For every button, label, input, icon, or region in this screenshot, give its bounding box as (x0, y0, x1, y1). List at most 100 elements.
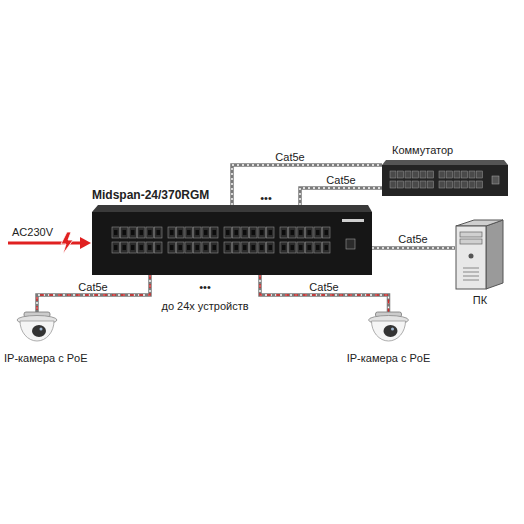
cat5e-cable (232, 165, 382, 205)
rj45-port-slot (260, 230, 264, 235)
rj45-port (314, 242, 322, 253)
device-caption: Midspan-24/370RGM (92, 189, 209, 202)
rj45-port (211, 242, 219, 253)
rj45-port (177, 242, 185, 253)
rj45-port (289, 227, 297, 238)
rj45-port-slot (316, 245, 320, 250)
rj45-port (185, 227, 193, 238)
rj45-port-slot (170, 245, 174, 250)
rj45-port-slot (282, 245, 286, 250)
rj45-port-slot (196, 230, 200, 235)
switch-port (454, 181, 460, 188)
midspan-injector: Midspan-24/370RGM (92, 205, 372, 275)
rj45-port-slot (325, 230, 329, 235)
poe-power-stripe (37, 275, 150, 312)
rj45-port (250, 242, 258, 253)
ellipsis-dots: ••• (260, 192, 272, 205)
cable-twist-stripe (37, 275, 150, 312)
vent-line (463, 276, 479, 277)
switch-port (398, 171, 404, 178)
rj45-port-slot (213, 230, 217, 235)
rj45-port (112, 242, 120, 253)
rj45-port (194, 242, 202, 253)
rj45-port-slot (243, 230, 247, 235)
device-caption: Коммутатор (392, 144, 453, 157)
rj45-port-slot (123, 245, 127, 250)
rj45-port-slot (196, 245, 200, 250)
cat5e-cable (300, 188, 382, 205)
lens-glint (391, 328, 394, 331)
rj45-port (155, 242, 163, 253)
ip-camera: IP-камера с PoE (365, 312, 412, 348)
cable-twist-stripe (372, 247, 455, 248)
drive-bay (460, 239, 482, 244)
rj45-port (121, 242, 129, 253)
rj45-port-slot (157, 245, 161, 250)
cable-twist-stripe (232, 165, 382, 205)
rj45-port (211, 227, 219, 238)
switch-port (428, 171, 434, 178)
rj45-port-slot (157, 230, 161, 235)
poe-power-stripe (260, 275, 389, 312)
rj45-port (306, 242, 314, 253)
rj45-port-slot (204, 230, 208, 235)
rj45-port-slot (114, 230, 118, 235)
device-caption: IP-камера с PoE (4, 352, 88, 365)
rj45-port (289, 242, 297, 253)
switch-port (405, 181, 411, 188)
rj45-port-slot (308, 230, 312, 235)
cable-label: Cat5e (273, 151, 306, 163)
switch-port (477, 181, 483, 188)
rj45-port-slot (114, 245, 118, 250)
cable-label: Cat5e (307, 281, 340, 293)
rj45-port-slot (226, 245, 230, 250)
rj45-port (306, 227, 314, 238)
cable-label: Cat5e (76, 281, 109, 293)
cable-label: Cat5e (396, 233, 429, 245)
switch-port (439, 171, 445, 178)
pc-front (456, 226, 486, 289)
rj45-port-slot (204, 245, 208, 250)
rj45-port (138, 242, 146, 253)
rj45-port (185, 242, 193, 253)
rj45-port (323, 227, 331, 238)
rj45-port (112, 227, 120, 238)
switch-port (398, 181, 404, 188)
rj45-port (202, 227, 210, 238)
rj45-port-slot (299, 245, 303, 250)
rj45-port-slot (179, 245, 183, 250)
cat5e-cable (372, 246, 455, 250)
rj45-port-slot (269, 245, 273, 250)
rj45-port-slot (235, 230, 239, 235)
switch-port (428, 181, 434, 188)
rj45-port (129, 227, 137, 238)
rj45-port (129, 242, 137, 253)
rj45-port-slot (252, 230, 256, 235)
device-caption: ПК (473, 294, 487, 307)
switch-port (390, 181, 396, 188)
rj45-port (146, 242, 154, 253)
rj45-port-slot (140, 230, 144, 235)
cable-twist-stripe (300, 188, 382, 205)
midspan-icon (92, 205, 372, 275)
rj45-port-slot (170, 230, 174, 235)
rj45-port (241, 242, 249, 253)
switch-port (413, 181, 419, 188)
rj45-port (258, 227, 266, 238)
lightning-symbol (61, 232, 73, 254)
rj45-port (168, 242, 176, 253)
drive-bay (460, 232, 482, 237)
switch-port (413, 171, 419, 178)
rj45-port-slot (269, 230, 273, 235)
switch-port (447, 181, 453, 188)
pc-icon (455, 220, 505, 290)
switch-port (469, 171, 475, 178)
rj45-port-slot (325, 245, 329, 250)
switch-port (420, 171, 426, 178)
rj45-port (155, 227, 163, 238)
cable-twist-stripe (260, 275, 389, 312)
rj45-port (280, 242, 288, 253)
uplink-port (492, 176, 499, 184)
brand-badge (342, 219, 364, 222)
